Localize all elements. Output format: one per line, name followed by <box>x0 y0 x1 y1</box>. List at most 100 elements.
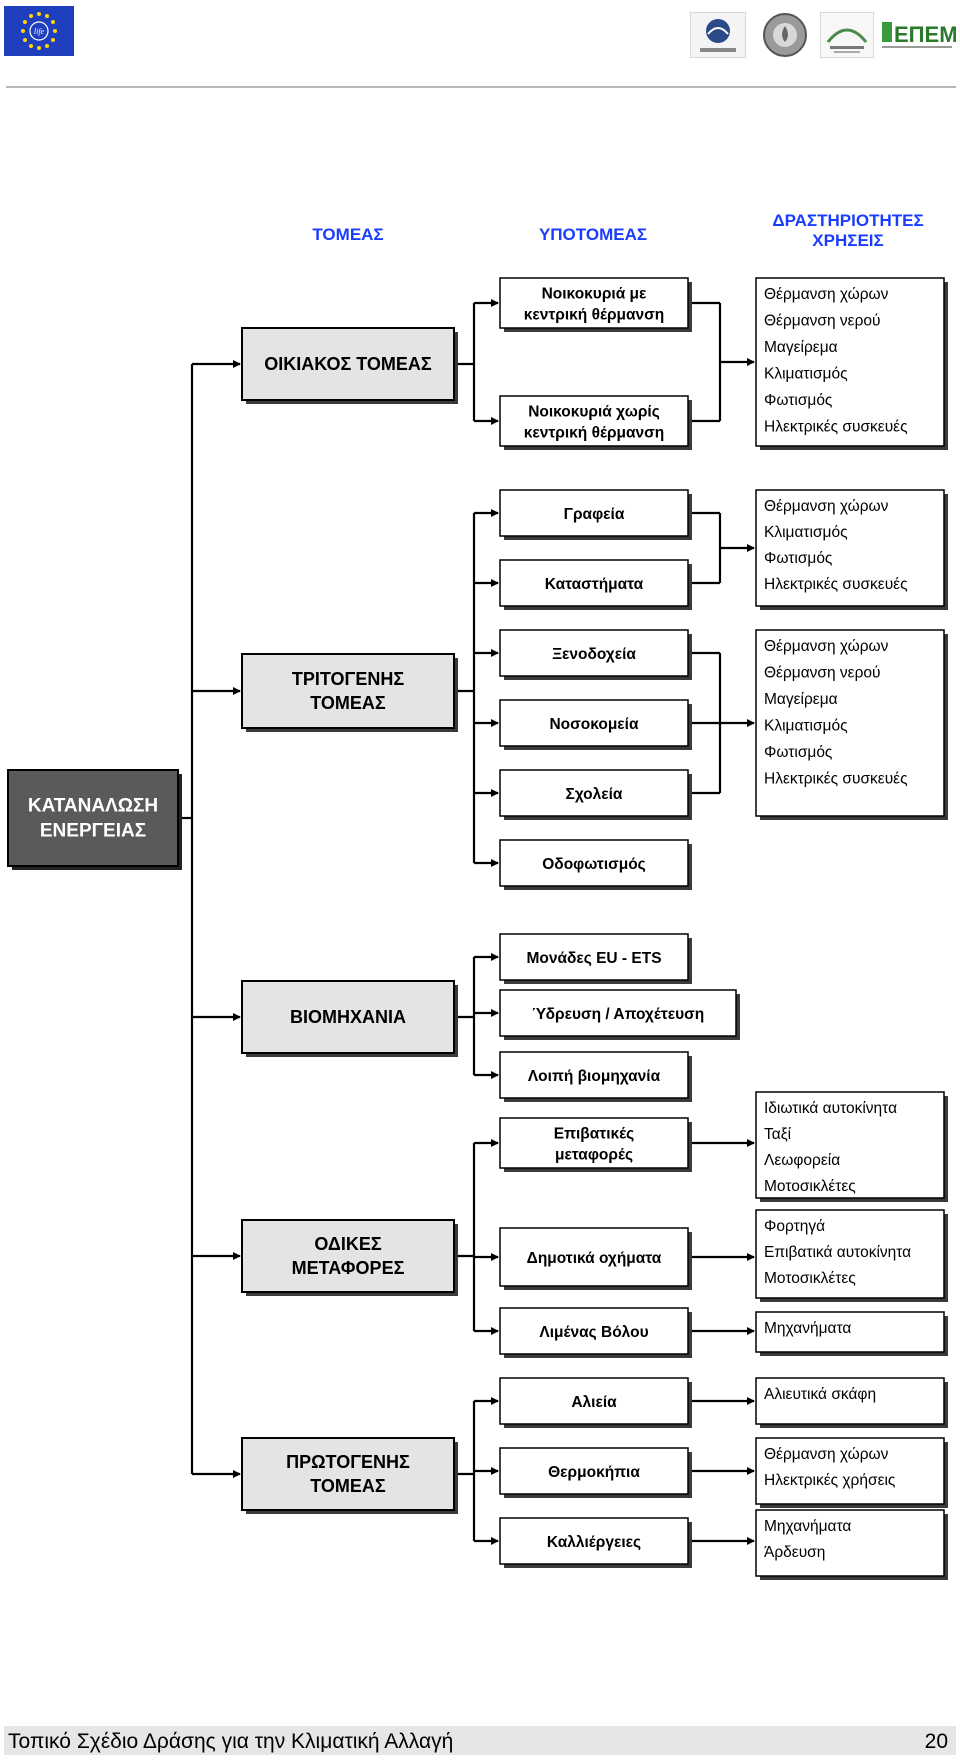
subsector-crops: Καλλιέργειες <box>499 1517 692 1568</box>
subsector-offices: Γραφεία <box>499 489 692 540</box>
header-divider <box>6 86 956 88</box>
activity-line: Θέρμανση νερού <box>764 665 881 682</box>
subsector-eu-ets: Μονάδες EU - ETS <box>499 933 692 984</box>
subsector-shops: Καταστήματα <box>499 559 692 610</box>
subsector-port: Λιμένας Βόλου <box>499 1307 692 1358</box>
activity-line: Θέρμανση χώρων <box>764 638 889 655</box>
box-label-line: Γραφεία <box>564 506 625 523</box>
heading-subsector: ΥΠΟΤΟΜΕΑΣ <box>539 225 647 244</box>
box-frame <box>755 1377 945 1425</box>
subsector-water: Ύδρευση / Αποχέτευση <box>499 989 740 1040</box>
activity-line: Θέρμανση χώρων <box>764 286 889 303</box>
box-frame <box>241 1219 455 1293</box>
box-label-line: ΕΝΕΡΓΕΙΑΣ <box>40 821 146 842</box>
sector-industry: ΒΙΟΜΗΧΑΝΙΑ <box>241 980 458 1057</box>
box-label-line: κεντρική θέρμανση <box>524 307 665 324</box>
sector-residential: ΟΙΚΙΑΚΟΣ ΤΟΜΕΑΣ <box>241 327 458 404</box>
box-label-line: ΠΡΩΤΟΓΕΝΗΣ <box>286 1452 410 1472</box>
box-label-line: Θερμοκήπια <box>548 1464 640 1481</box>
activity-line: Θέρμανση χώρων <box>764 1446 889 1463</box>
box-label-line: ΤΟΜΕΑΣ <box>310 693 386 713</box>
box-label-line: Λιμένας Βόλου <box>539 1324 648 1341</box>
activity-line: Μαγείρεμα <box>764 339 838 356</box>
box-label-line: Ύδρευση / Αποχέτευση <box>532 1006 704 1023</box>
box-label-line: Λοιπή βιομηχανία <box>528 1068 661 1085</box>
box-frame <box>755 489 945 607</box>
box-label-line: ΒΙΟΜΗΧΑΝΙΑ <box>290 1007 406 1027</box>
activity-line: Φωτισμός <box>764 550 832 567</box>
box-frame <box>499 989 737 1037</box>
box-frame <box>755 1509 945 1577</box>
box-frame <box>499 629 689 677</box>
activity-line: Ηλεκτρικές συσκευές <box>764 771 908 788</box>
subsector-greenhouses: Θερμοκήπια <box>499 1447 692 1498</box>
box-label-line: ΟΙΚΙΑΚΟΣ ΤΟΜΕΑΣ <box>264 354 432 374</box>
box-frame <box>499 1307 689 1355</box>
box-frame <box>241 1437 455 1511</box>
subsector-schools: Σχολεία <box>499 769 692 820</box>
activity-line: Επιβατικά αυτοκίνητα <box>764 1244 911 1261</box>
box-frame <box>241 653 455 729</box>
subsector-passenger: Επιβατικές μεταφορές <box>499 1117 692 1172</box>
box-frame <box>499 559 689 607</box>
box-frame <box>755 277 945 447</box>
box-frame <box>499 1227 689 1287</box>
page-header: life ΕΠΕΜ <box>0 0 960 90</box>
box-frame <box>755 1091 945 1199</box>
sector-primary: ΠΡΩΤΟΓΕΝΗΣ ΤΟΜΕΑΣ <box>241 1437 458 1514</box>
box-frame <box>499 395 689 447</box>
activity-line: Λεωφορεία <box>764 1152 840 1169</box>
activity-line: Κλιματισμός <box>764 366 848 383</box>
activity-line: Φορτηγά <box>764 1218 825 1235</box>
subsector-hotels: Ξενοδοχεία <box>499 629 692 680</box>
box-frame <box>499 933 689 981</box>
activities-act-offices: Θέρμανση χώρωνΚλιματισμόςΦωτισμόςΗλεκτρι… <box>755 489 948 610</box>
heading-sector: ΤΟΜΕΑΣ <box>312 225 383 244</box>
activity-line: Μηχανήματα <box>764 1320 851 1337</box>
activity-line: Μοτοσικλέτες <box>764 1270 856 1287</box>
subsector-hospitals: Νοσοκομεία <box>499 699 692 750</box>
municipality-logo <box>689 11 747 59</box>
activity-line: Άρδευση <box>764 1544 825 1561</box>
box-frame <box>499 1051 689 1099</box>
box-frame <box>499 839 689 887</box>
box-label-line: Σχολεία <box>566 786 623 803</box>
activity-line: Μαγείρεμα <box>764 691 838 708</box>
activity-line: Ταξί <box>764 1126 792 1143</box>
eu-life-logo: life <box>4 6 74 56</box>
box-label-line: ΟΔΙΚΕΣ <box>314 1234 381 1254</box>
activity-line: Μηχανήματα <box>764 1518 851 1535</box>
box-label-line: ΚΑΤΑΝΑΛΩΣΗ <box>28 796 158 817</box>
footer-title: Τοπικό Σχέδιο Δράσης για την Κλιματική Α… <box>8 1730 454 1753</box>
activity-line: Αλιευτικά σκάφη <box>764 1386 876 1403</box>
activities-act-fishing: Αλιευτικά σκάφη <box>755 1377 948 1428</box>
box-label-line: Αλιεία <box>571 1394 617 1411</box>
box-label-line: Επιβατικές <box>554 1126 634 1143</box>
box-frame <box>499 1117 689 1169</box>
epem-wordmark: ΕΠΕΜ <box>894 22 956 47</box>
svg-text:life: life <box>34 27 45 36</box>
heading-activities-line: ΧΡΗΣΕΙΣ <box>812 231 883 250</box>
box-label-line: ΤΟΜΕΑΣ <box>310 1476 386 1496</box>
box-frame <box>499 1517 689 1565</box>
agency-logo <box>819 11 875 59</box>
box-label-line: μεταφορές <box>555 1147 633 1164</box>
box-label-line: Ξενοδοχεία <box>552 646 636 663</box>
activity-line: Ιδιωτικά αυτοκίνητα <box>764 1100 897 1117</box>
box-frame <box>241 980 455 1054</box>
activity-line: Φωτισμός <box>764 392 832 409</box>
page-number: 20 <box>924 1730 948 1753</box>
activity-line: Μοτοσικλέτες <box>764 1178 856 1195</box>
activity-line: Ηλεκτρικές συσκευές <box>764 576 908 593</box>
activity-line: Κλιματισμός <box>764 524 848 541</box>
subsector-other-industry: Λοιπή βιομηχανία <box>499 1051 692 1102</box>
box-label-line: Καταστήματα <box>545 576 644 593</box>
activity-line: Θέρμανση χώρων <box>764 498 889 515</box>
heading-activities-line: ΔΡΑΣΤΗΡΙΟΤΗΤΕΣ <box>772 211 923 230</box>
box-frame <box>755 1209 945 1299</box>
